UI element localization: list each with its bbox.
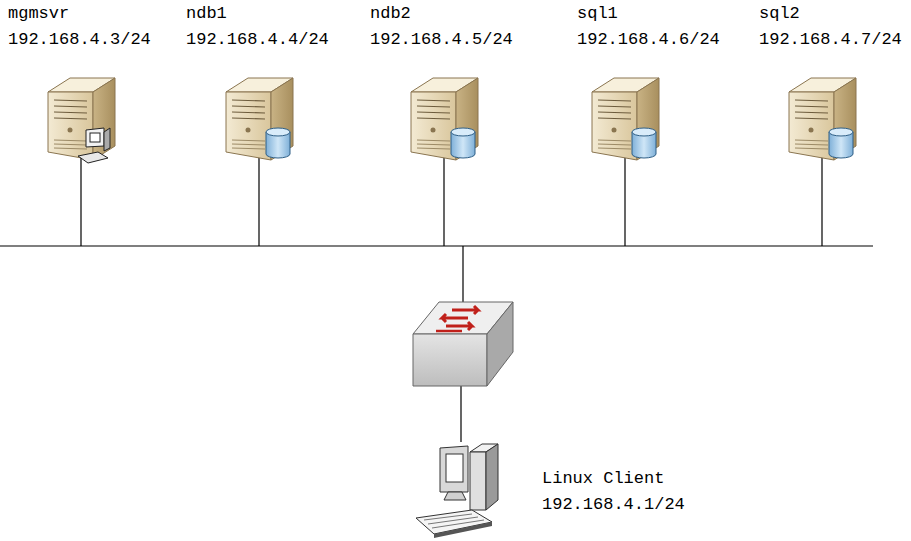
server-drop bbox=[443, 155, 444, 246]
server-slot bbox=[54, 118, 87, 119]
server-slot bbox=[232, 106, 265, 107]
server-slot bbox=[54, 106, 87, 107]
mini-keyboard bbox=[78, 152, 108, 163]
server-led bbox=[431, 128, 436, 133]
host-name: sql2 bbox=[759, 5, 902, 22]
server-slot bbox=[598, 118, 631, 119]
switch-icon bbox=[413, 302, 513, 386]
server-slot bbox=[417, 112, 450, 113]
server-vent bbox=[232, 148, 265, 149]
server-slot bbox=[232, 112, 265, 113]
server-slot bbox=[54, 112, 87, 113]
server-vent bbox=[54, 144, 87, 145]
disk-top bbox=[266, 128, 290, 136]
server-led bbox=[809, 128, 814, 133]
server-vent bbox=[598, 148, 631, 149]
server-slot bbox=[417, 100, 450, 101]
disk-top bbox=[829, 128, 853, 136]
server-slot bbox=[795, 118, 828, 119]
server-vent bbox=[795, 144, 828, 145]
server-front bbox=[592, 92, 637, 160]
host-name: sql1 bbox=[577, 5, 720, 22]
server-label: ndb1 192.168.4.4/24 bbox=[186, 5, 329, 48]
server-drop bbox=[80, 155, 81, 246]
server-slot bbox=[54, 100, 87, 101]
client-label: Linux Client 192.168.4.1/24 bbox=[542, 470, 685, 513]
server-label: sql2 192.168.4.7/24 bbox=[759, 5, 902, 48]
server-slot bbox=[598, 112, 631, 113]
server-group bbox=[48, 78, 856, 246]
server-led bbox=[612, 128, 617, 133]
server-label: mgmsvr 192.168.4.3/24 bbox=[8, 5, 151, 48]
server-icon bbox=[592, 78, 659, 246]
client-link bbox=[460, 386, 461, 442]
switch-uplink bbox=[462, 246, 463, 306]
mini-monitor bbox=[86, 128, 104, 147]
server-slot bbox=[598, 100, 631, 101]
server-slot bbox=[232, 100, 265, 101]
server-slot bbox=[795, 106, 828, 107]
ip-address: 192.168.4.3/24 bbox=[8, 31, 151, 48]
server-front bbox=[48, 92, 93, 160]
server-drop bbox=[821, 155, 822, 246]
server-label: ndb2 192.168.4.5/24 bbox=[370, 5, 513, 48]
host-name: ndb2 bbox=[370, 5, 513, 22]
server-slot bbox=[795, 112, 828, 113]
server-drop bbox=[258, 155, 259, 246]
server-icon bbox=[226, 78, 293, 246]
server-side bbox=[93, 78, 115, 160]
ip-address: 192.168.4.4/24 bbox=[186, 31, 329, 48]
server-vent bbox=[795, 140, 828, 141]
server-icon bbox=[789, 78, 856, 246]
server-vent bbox=[54, 148, 87, 149]
ip-address: 192.168.4.5/24 bbox=[370, 31, 513, 48]
server-vent bbox=[598, 140, 631, 141]
server-vent bbox=[795, 148, 828, 149]
host-name: Linux Client bbox=[542, 470, 685, 487]
server-front bbox=[226, 92, 271, 160]
ip-address: 192.168.4.6/24 bbox=[577, 31, 720, 48]
server-slot bbox=[795, 100, 828, 101]
server-slot bbox=[232, 118, 265, 119]
server-slot bbox=[598, 106, 631, 107]
server-front bbox=[411, 92, 456, 160]
server-front bbox=[789, 92, 834, 160]
bus-line bbox=[0, 245, 873, 246]
server-icon bbox=[411, 78, 478, 246]
server-drop bbox=[624, 155, 625, 246]
server-icon bbox=[48, 78, 115, 246]
ip-address: 192.168.4.7/24 bbox=[759, 31, 902, 48]
server-vent bbox=[232, 144, 265, 145]
server-label: sql1 192.168.4.6/24 bbox=[577, 5, 720, 48]
server-vent bbox=[417, 148, 450, 149]
server-vent bbox=[417, 144, 450, 145]
disk-top bbox=[451, 128, 475, 136]
host-name: mgmsvr bbox=[8, 5, 151, 22]
ip-address: 192.168.4.1/24 bbox=[542, 496, 685, 513]
mini-tower bbox=[104, 128, 110, 151]
mini-screen bbox=[90, 133, 100, 142]
server-slot bbox=[417, 118, 450, 119]
server-vent bbox=[598, 144, 631, 145]
server-slot bbox=[417, 106, 450, 107]
server-led bbox=[68, 128, 73, 133]
server-led bbox=[246, 128, 251, 133]
server-vent bbox=[54, 140, 87, 141]
disk-top bbox=[632, 128, 656, 136]
server-vent bbox=[232, 140, 265, 141]
host-name: ndb1 bbox=[186, 5, 329, 22]
client-pc-icon bbox=[416, 444, 498, 538]
server-vent bbox=[417, 140, 450, 141]
